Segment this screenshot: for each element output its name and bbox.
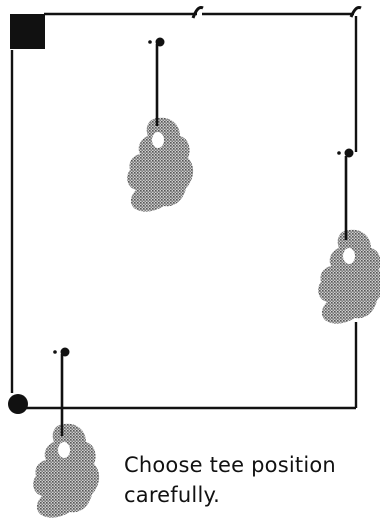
tee-option-3[interactable] [33, 348, 99, 518]
top-edge-mark-2 [351, 7, 361, 17]
tee-option-1[interactable] [127, 38, 193, 212]
instruction-text: Choose tee position carefully. [124, 450, 374, 510]
hole-cup [58, 442, 70, 458]
top-edge-mark-1 [193, 7, 203, 18]
ball-marker-icon[interactable] [8, 394, 28, 414]
green-shape [33, 424, 99, 518]
green-shape [127, 118, 193, 212]
green-shape [318, 230, 380, 324]
tee-option-2[interactable] [318, 149, 380, 324]
hole-cup [152, 132, 164, 148]
square-marker-icon[interactable] [10, 14, 45, 49]
hole-cup [343, 248, 355, 264]
